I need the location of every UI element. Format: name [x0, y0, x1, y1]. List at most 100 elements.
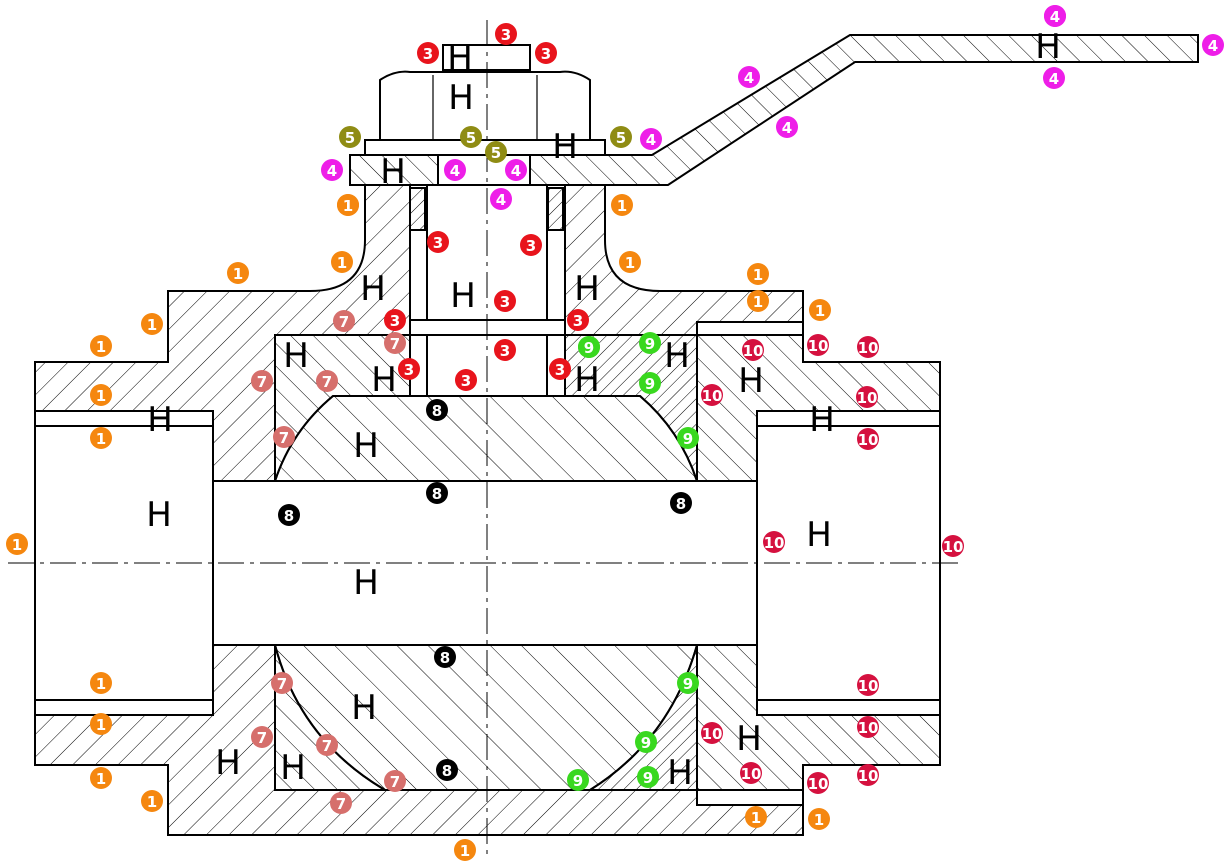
marker-number: 3	[433, 234, 443, 252]
marker-3: 3	[494, 290, 516, 312]
marker-circle	[90, 672, 112, 694]
marker-circle	[273, 426, 295, 448]
marker-1: 1	[90, 384, 112, 406]
marker-circle	[611, 194, 633, 216]
marker-number: 10	[858, 767, 879, 785]
marker-circle	[316, 734, 338, 756]
marker-1: 1	[90, 427, 112, 449]
marker-1: 1	[141, 313, 163, 335]
marker-9: 9	[639, 372, 661, 394]
marker-number: 10	[743, 342, 764, 360]
marker-8: 8	[426, 399, 448, 421]
marker-circle	[90, 384, 112, 406]
marker-number: 10	[858, 677, 879, 695]
marker-circle	[670, 492, 692, 514]
marker-circle	[745, 806, 767, 828]
marker-4: 4	[1043, 67, 1065, 89]
marker-number: 3	[500, 342, 510, 360]
marker-circle	[454, 839, 476, 861]
marker-circle	[857, 336, 879, 358]
marker-number: 1	[460, 842, 470, 860]
marker-number: 7	[322, 373, 332, 391]
marker-circle	[321, 159, 343, 181]
marker-4: 4	[1044, 5, 1066, 27]
marker-3: 3	[549, 358, 571, 380]
marker-number: 10	[857, 389, 878, 407]
marker-number: 1	[147, 316, 157, 334]
marker-circle	[610, 126, 632, 148]
part-label-h: H	[353, 426, 379, 466]
marker-circle	[494, 339, 516, 361]
part-label-h: H	[806, 515, 832, 555]
part-label-h: H	[283, 336, 309, 376]
marker-circle	[742, 339, 764, 361]
part-label-h: H	[371, 360, 397, 400]
marker-layer: 1111111111111111111113333333333334444444…	[6, 5, 1224, 861]
marker-number: 7	[257, 373, 267, 391]
marker-1: 1	[745, 806, 767, 828]
marker-number: 10	[858, 719, 879, 737]
marker-circle	[763, 531, 785, 553]
marker-number: 3	[423, 45, 433, 63]
marker-1: 1	[90, 713, 112, 735]
marker-number: 10	[943, 538, 964, 556]
part-label-h: H	[380, 152, 406, 192]
marker-number: 1	[753, 293, 763, 311]
marker-1: 1	[227, 262, 249, 284]
marker-8: 8	[426, 482, 448, 504]
part-label-h: H	[280, 748, 306, 788]
marker-number: 7	[390, 773, 400, 791]
marker-circle	[701, 384, 723, 406]
marker-5: 5	[485, 141, 507, 163]
marker-8: 8	[434, 646, 456, 668]
marker-number: 4	[1049, 70, 1059, 88]
marker-circle	[427, 231, 449, 253]
marker-1: 1	[809, 299, 831, 321]
part-label-h: H	[360, 269, 386, 309]
marker-4: 4	[640, 128, 662, 150]
marker-number: 1	[814, 811, 824, 829]
marker-circle	[495, 23, 517, 45]
marker-1: 1	[331, 251, 353, 273]
marker-number: 8	[676, 495, 686, 513]
marker-number: 4	[496, 191, 506, 209]
marker-circle	[333, 310, 355, 332]
packing-right	[547, 187, 564, 231]
marker-1: 1	[90, 767, 112, 789]
marker-number: 7	[336, 795, 346, 813]
marker-number: 10	[702, 387, 723, 405]
marker-4: 4	[321, 159, 343, 181]
marker-9: 9	[637, 766, 659, 788]
marker-number: 1	[96, 387, 106, 405]
marker-circle	[856, 386, 878, 408]
marker-circle	[90, 713, 112, 735]
marker-number: 1	[96, 675, 106, 693]
marker-10: 10	[857, 428, 879, 450]
marker-circle	[417, 42, 439, 64]
marker-number: 9	[641, 734, 651, 752]
marker-circle	[857, 428, 879, 450]
marker-number: 1	[96, 716, 106, 734]
marker-3: 3	[398, 358, 420, 380]
marker-10: 10	[857, 716, 879, 738]
marker-10: 10	[701, 722, 723, 744]
marker-4: 4	[776, 116, 798, 138]
marker-3: 3	[494, 339, 516, 361]
marker-number: 1	[617, 197, 627, 215]
marker-number: 9	[683, 675, 693, 693]
marker-number: 4	[646, 131, 656, 149]
marker-1: 1	[747, 263, 769, 285]
marker-circle	[436, 759, 458, 781]
marker-circle	[738, 66, 760, 88]
marker-7: 7	[330, 792, 352, 814]
marker-1: 1	[90, 672, 112, 694]
marker-circle	[535, 42, 557, 64]
marker-number: 7	[277, 675, 287, 693]
marker-7: 7	[316, 370, 338, 392]
marker-circle	[747, 290, 769, 312]
part-label-h: H	[664, 336, 690, 376]
marker-number: 3	[555, 361, 565, 379]
marker-number: 7	[390, 335, 400, 353]
marker-10: 10	[857, 674, 879, 696]
